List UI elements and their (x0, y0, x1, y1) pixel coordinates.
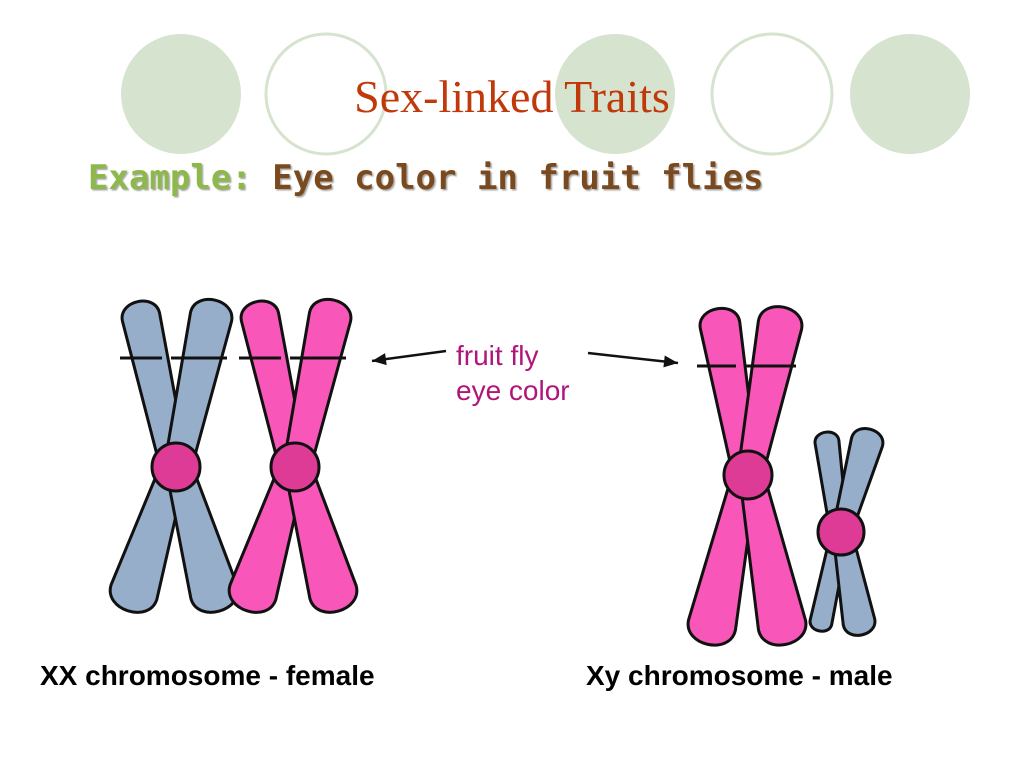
slide-subtitle: Example: Eye color in fruit flies (88, 158, 764, 198)
deco-circle-filled (555, 34, 675, 154)
gene-label: fruit fly eye color (456, 338, 570, 408)
arrow-to-male-head (663, 355, 678, 368)
gene-arrows (371, 349, 679, 368)
subtitle-prefix: Example: (88, 158, 252, 198)
female-chromosome-pair (108, 297, 359, 614)
deco-circle-outline (710, 32, 834, 156)
gene-label-line2: eye color (456, 375, 570, 406)
deco-circle-filled (121, 34, 241, 154)
male-x-chromosome-arm (739, 474, 808, 647)
gene-label-line1: fruit fly (456, 340, 539, 371)
arrow-to-male (587, 351, 679, 365)
male-chromosome-pair (686, 305, 885, 647)
male-caption: Xy chromosome - male (586, 660, 893, 691)
slide-title: Sex-linked Traits (354, 71, 670, 122)
subtitle-text: Eye color in fruit flies (272, 158, 764, 198)
arrow-to-female-head (372, 353, 387, 366)
female-blue-chromosome-centromere (150, 441, 202, 493)
male-x-chromosome-centromere (722, 449, 774, 501)
deco-circle-outline (264, 32, 388, 156)
male-y-chromosome-centromere (816, 507, 866, 557)
female-caption: XX chromosome - female (40, 660, 375, 691)
female-pink-chromosome-centromere (269, 441, 321, 493)
deco-circle-filled (850, 34, 970, 154)
